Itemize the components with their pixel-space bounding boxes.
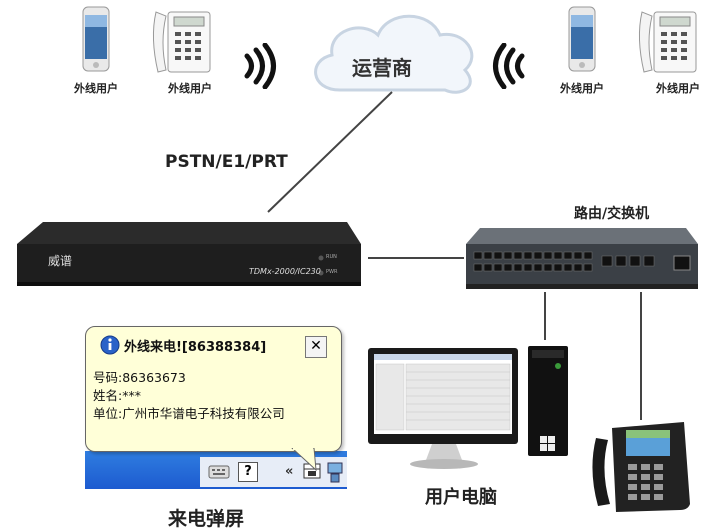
- switch-label: 路由/交换机: [574, 206, 650, 222]
- caller-name: 姓名:***: [93, 388, 141, 403]
- network-tray-icon[interactable]: [325, 461, 345, 483]
- ip-phone: [592, 422, 690, 512]
- mobile-phone-icon-right: [568, 6, 596, 72]
- device-model-label: TDMx-2000/IC230: [249, 267, 321, 276]
- external-user-label: 外线用户: [560, 82, 604, 95]
- help-icon[interactable]: ?: [238, 462, 258, 482]
- external-user-label: 外线用户: [74, 82, 118, 95]
- gateway-device: [17, 222, 361, 286]
- cloud-label: 运营商: [352, 56, 412, 80]
- incoming-call-popup: 外线来电![86388384] ✕ 号码:86363673 姓名:*** 单位:…: [85, 326, 342, 452]
- keyboard-icon[interactable]: [208, 463, 230, 481]
- popup-pointer: [291, 448, 317, 472]
- chevron-left-icon[interactable]: «: [285, 464, 294, 479]
- pc-caption: 用户电脑: [425, 487, 497, 508]
- close-button[interactable]: ✕: [305, 336, 327, 358]
- popup-title: 外线来电![86388384]: [124, 340, 267, 355]
- device-led-run: RUN: [326, 254, 337, 260]
- mobile-phone-icon-left: [82, 6, 110, 72]
- desk-phone-icon-left: [152, 11, 211, 73]
- device-brand-logo: 威谱: [48, 254, 73, 268]
- device-led-pwr: PWR: [326, 269, 338, 275]
- user-pc-tower: [528, 346, 568, 456]
- operator-cloud: [314, 14, 474, 94]
- caller-number: 号码:86363673: [93, 370, 186, 385]
- wireless-signal-icon-left: [244, 43, 276, 89]
- external-user-label: 外线用户: [656, 82, 700, 95]
- pstn-link-label: PSTN/E1/PRT: [165, 152, 288, 172]
- user-pc-monitor: [368, 348, 518, 469]
- external-user-label: 外线用户: [168, 82, 212, 95]
- network-switch: [466, 228, 698, 289]
- caller-company: 单位:广州市华谱电子科技有限公司: [93, 406, 285, 421]
- popup-caption: 来电弹屏: [168, 508, 245, 530]
- pstn-link-line: [267, 91, 393, 213]
- system-tray: ? «: [200, 457, 347, 487]
- wireless-signal-icon-right: [493, 43, 525, 89]
- desk-phone-icon-right: [638, 11, 697, 73]
- info-icon: [100, 335, 120, 355]
